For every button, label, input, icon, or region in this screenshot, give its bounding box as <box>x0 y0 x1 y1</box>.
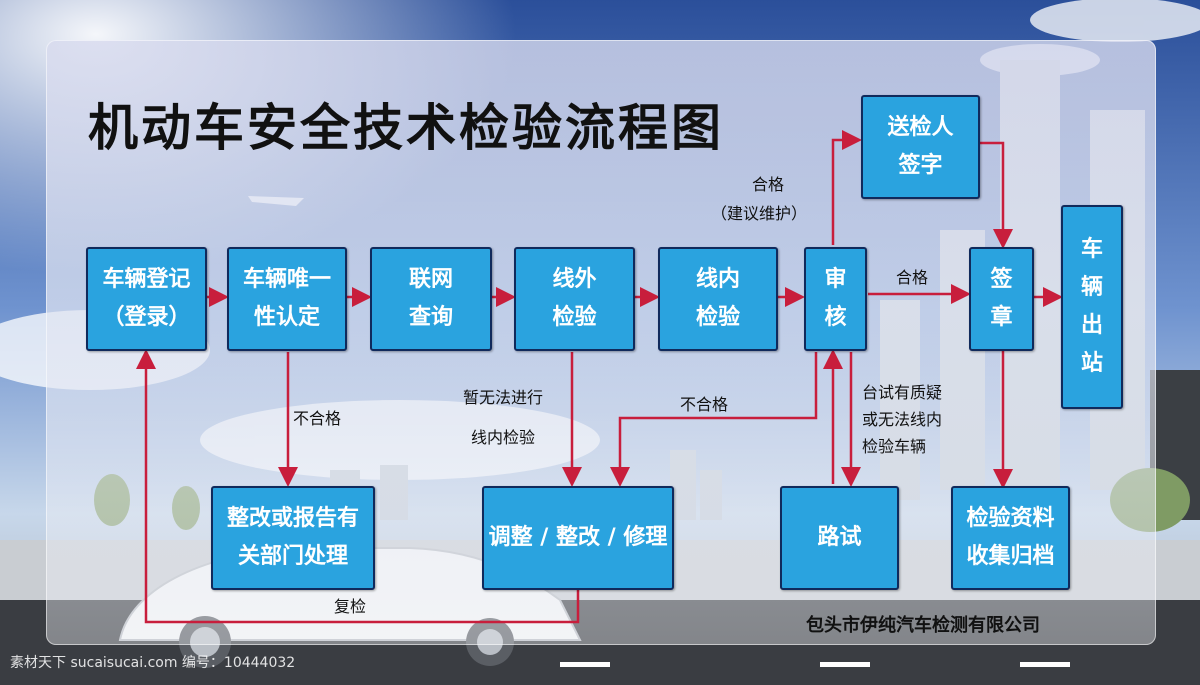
node-rectify-or-report: 整改或报告有关部门处理 <box>211 486 375 590</box>
node-vehicle-exit: 车辆出站 <box>1061 205 1123 409</box>
node-sender-signature: 送检人签字 <box>861 95 980 199</box>
node-adjust-repair: 调整 / 整改 / 修理 <box>482 486 674 590</box>
node-archive: 检验资料收集归档 <box>951 486 1070 590</box>
page-title: 机动车安全技术检验流程图 <box>88 98 724 157</box>
label-fail-mid: 不合格 <box>680 395 729 414</box>
node-network-query: 联网查询 <box>370 247 492 351</box>
arrow-audit-adjust <box>610 352 818 487</box>
label-pass-maintenance: 合格 <box>752 175 785 194</box>
node-road-test: 路试 <box>780 486 899 590</box>
label-doubt-1: 台试有质疑 <box>862 383 943 402</box>
arrow-sign-stamp <box>978 141 1013 249</box>
node-audit: 审核 <box>804 247 867 351</box>
arrow-audit-sign <box>831 130 862 245</box>
label-suggest-maintenance: （建议维护） <box>711 204 808 223</box>
label-fail-left: 不合格 <box>293 409 342 428</box>
node-vehicle-identification: 车辆唯一性认定 <box>227 247 347 351</box>
company-name: 包头市伊纯汽车检测有限公司 <box>806 615 1040 636</box>
node-inline-inspection: 线内检验 <box>658 247 778 351</box>
label-no-inline-2: 线内检验 <box>471 428 536 447</box>
label-doubt-3: 检验车辆 <box>862 437 927 456</box>
watermark-text: 素材天下 sucaisucai.com 编号：10444032 <box>10 655 296 671</box>
node-stamp: 签章 <box>969 247 1034 351</box>
label-recheck: 复检 <box>334 597 367 616</box>
label-pass: 合格 <box>896 268 929 287</box>
node-vehicle-registration: 车辆登记（登录） <box>86 247 207 351</box>
node-outline-inspection: 线外检验 <box>514 247 635 351</box>
label-doubt-2: 或无法线内 <box>862 410 943 429</box>
arrow-adjust-register <box>136 349 580 624</box>
label-no-inline-1: 暂无法进行 <box>463 388 544 407</box>
